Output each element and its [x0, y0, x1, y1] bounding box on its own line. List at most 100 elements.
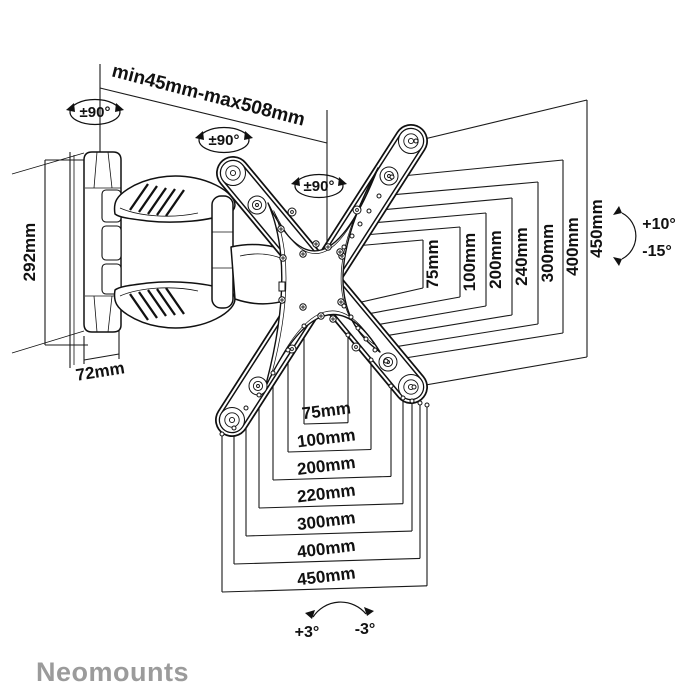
- vesa-plate-inner-outline: [270, 178, 375, 378]
- wall-plate-height-label: 292mm: [20, 223, 39, 282]
- wall-plate-width-label: 72mm: [74, 358, 126, 384]
- brand-logo: Neomounts: [36, 657, 189, 687]
- screw-hole: [400, 395, 406, 401]
- screw-hole: [407, 137, 415, 145]
- hinge-knuckle-2: [101, 225, 122, 261]
- vesa-vertical-label: 75mm: [423, 239, 442, 288]
- screw-hole: [231, 425, 237, 431]
- screw-hole: [280, 298, 284, 302]
- mount-arm: [83, 151, 299, 333]
- screw-hole: [256, 392, 262, 398]
- screw-hole: [341, 303, 347, 309]
- vesa-plate: [264, 167, 381, 389]
- screw-hole: [413, 138, 419, 144]
- swivel-arrow-right: [244, 131, 253, 140]
- extension-dim-line: [99, 87, 328, 144]
- tilt-arrow-up: [613, 206, 622, 215]
- dimension-line: [272, 475, 392, 481]
- arm-upper-hatching: [129, 183, 185, 217]
- vesa-vertical-label: 240mm: [512, 227, 531, 286]
- width-dim-line: [83, 353, 120, 361]
- screw-hole: [409, 398, 415, 404]
- vesa-vertical-label: 450mm: [587, 199, 606, 258]
- dimension-lattice: [11, 64, 588, 593]
- swivel-arrow-left: [195, 131, 204, 140]
- screw-hole: [281, 256, 285, 260]
- screw-hole: [290, 210, 294, 214]
- screw-hole: [301, 305, 305, 309]
- screw-hole: [383, 358, 389, 364]
- tilt-annotation: +10° -15°: [613, 206, 676, 266]
- vesa-horizontal-label: 220mm: [296, 481, 356, 507]
- screw-hole: [319, 314, 323, 318]
- screw-hole: [256, 384, 260, 388]
- vesa-horizontal-label: 300mm: [296, 508, 356, 534]
- level-arrow-right: [364, 607, 374, 616]
- screw-hole: [345, 332, 351, 338]
- vesa-vertical-label: 400mm: [563, 217, 582, 276]
- vesa-horizontal-label: 75mm: [301, 398, 352, 423]
- screw-hole: [424, 402, 430, 408]
- swivel-arrow-right: [338, 177, 347, 186]
- dimension-line: [415, 99, 588, 142]
- dimension-line: [221, 585, 428, 593]
- dimension-line: [385, 332, 564, 362]
- screw-hole: [301, 323, 307, 329]
- screw-hole: [301, 252, 305, 256]
- elbow-column: [211, 195, 234, 309]
- level-adjustment-annotation: +3° -3°: [295, 601, 376, 641]
- dimension-line: [359, 212, 487, 225]
- screw-hole: [363, 336, 369, 342]
- screw-hole: [243, 405, 249, 411]
- extension-range-label: min45mm-max508mm: [110, 61, 307, 131]
- wall-corner-top: [11, 152, 85, 175]
- dimension-line: [287, 448, 372, 453]
- screw-hole: [355, 325, 361, 331]
- swivel-annotation-elbow: ±90°: [195, 126, 253, 154]
- screw-hole: [229, 169, 237, 177]
- vesa-horizontal-label: 100mm: [296, 425, 356, 451]
- screw-hole: [368, 357, 374, 363]
- screw-hole: [354, 345, 358, 349]
- dimension-line: [245, 530, 413, 537]
- vesa-horizontal-label: 200mm: [296, 453, 356, 479]
- dimension-line: [374, 323, 539, 351]
- dimension-line: [365, 314, 513, 340]
- swivel-annotation-plate: ±90°: [291, 173, 347, 199]
- vesa-vertical-label: 100mm: [460, 233, 479, 292]
- dimension-line: [258, 503, 404, 509]
- screw-hole: [372, 347, 378, 353]
- screw-hole: [339, 300, 343, 304]
- annotations: ±90° ±90° ±90° +10° -15° +3° -: [66, 98, 676, 641]
- hinge-knuckle-3: [101, 263, 122, 295]
- wall-plate-facets: [93, 151, 113, 333]
- dimension-line: [413, 356, 588, 388]
- swivel-arrow-left: [291, 177, 300, 186]
- screw-hole: [417, 400, 423, 406]
- screw-hole: [285, 347, 291, 353]
- vesa-plate-outline: [264, 167, 381, 389]
- screw-hole: [331, 317, 335, 321]
- swivel-label-elbow: ±90°: [209, 132, 240, 149]
- screw-hole: [326, 245, 330, 249]
- wall-corner-bottom: [11, 330, 85, 354]
- screw-hole: [411, 384, 417, 390]
- dimension-line: [233, 557, 421, 565]
- swivel-label-wall: ±90°: [80, 104, 111, 121]
- level-ccw-label: -3°: [355, 621, 376, 638]
- vesa-vertical-label: 200mm: [486, 230, 505, 289]
- screw-hole: [389, 174, 395, 180]
- swivel-label-plate: ±90°: [304, 178, 335, 195]
- vesa-horizontal-label: 450mm: [296, 563, 356, 589]
- dimension-line: [368, 197, 513, 212]
- arm-upper-inner-edge: [119, 207, 199, 217]
- tilt-arc: [621, 212, 637, 260]
- attach-holes: [219, 138, 430, 437]
- screw-hole: [314, 242, 318, 246]
- arm-lower-inner-edge: [119, 287, 199, 297]
- screw-hole: [219, 431, 225, 437]
- level-cw-label: +3°: [295, 624, 320, 641]
- screw-hole: [357, 221, 363, 227]
